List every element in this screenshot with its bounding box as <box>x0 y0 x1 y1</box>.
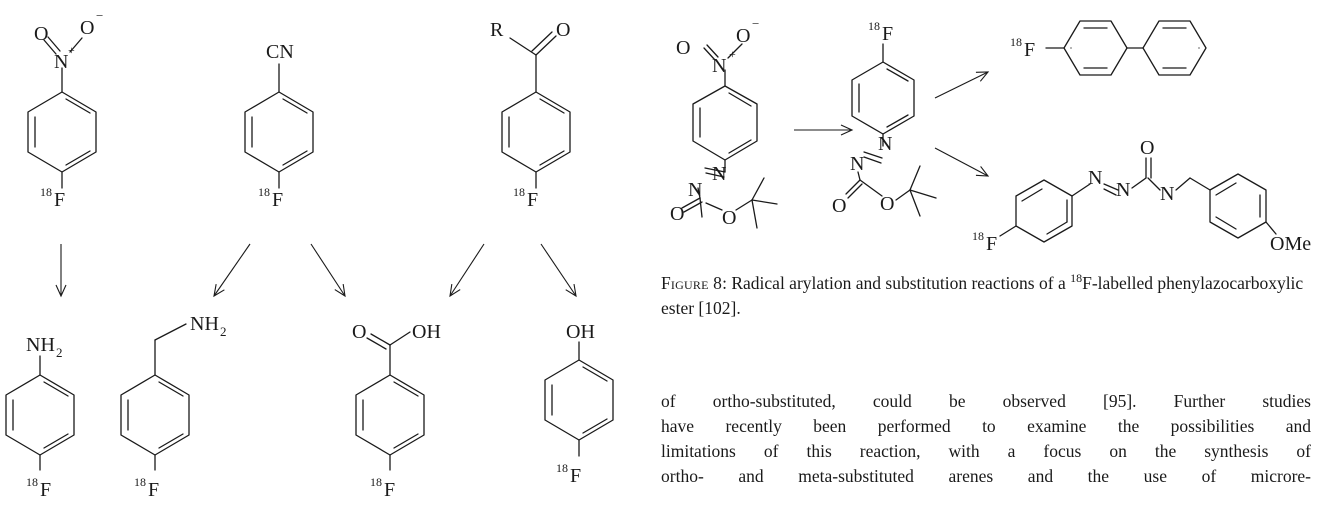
caption-text: : Radical arylation and substitution rea… <box>722 272 1071 293</box>
body-line: ortho- and meta-substituted arenes and t… <box>661 466 1311 486</box>
molecule-fluorobiphenyl: 18 F <box>1010 20 1207 76</box>
svg-text:N: N <box>1088 167 1102 189</box>
svg-text:O: O <box>670 203 684 225</box>
svg-text:F: F <box>384 479 395 501</box>
reaction-arrow-2 <box>934 71 990 99</box>
svg-text:N: N <box>1160 183 1174 205</box>
molecule-fluoronitrobenzene: O N + O − 18 F <box>27 8 103 211</box>
svg-text:F: F <box>272 189 283 211</box>
svg-text:−: − <box>752 16 759 31</box>
svg-text:OH: OH <box>566 321 595 343</box>
svg-text:F: F <box>54 189 65 211</box>
svg-text:N: N <box>54 51 68 73</box>
svg-text:OMe: OMe <box>1270 233 1311 255</box>
svg-text:O: O <box>880 193 894 215</box>
svg-text:O: O <box>676 37 690 59</box>
reaction-arrows-left <box>55 243 577 298</box>
caption-text-end: F-labelled phenylazocarboxylic ester [10… <box>661 272 1304 318</box>
svg-text:O: O <box>80 17 94 39</box>
svg-text:2: 2 <box>220 324 227 339</box>
svg-text:F: F <box>527 189 538 211</box>
molecule-azocarboxamide: 18 F N N O N OMe <box>972 137 1311 255</box>
svg-text:18: 18 <box>972 229 984 243</box>
svg-text:O: O <box>34 23 48 45</box>
svg-text:CN: CN <box>266 41 294 63</box>
svg-text:N: N <box>1116 179 1130 201</box>
molecule-fluoroaniline: NH 2 18 F <box>5 334 75 501</box>
svg-text:18: 18 <box>370 475 382 489</box>
svg-text:O: O <box>736 25 750 47</box>
molecule-fluorophenyl-ketone: R O 18 F <box>490 19 571 211</box>
reaction-arrow-3 <box>934 147 990 177</box>
svg-text:+: + <box>729 47 736 61</box>
svg-text:18: 18 <box>868 19 880 33</box>
figure-caption: Figure 8: Radical arylation and substitu… <box>661 266 1311 321</box>
svg-text:F: F <box>570 465 581 487</box>
svg-text:−: − <box>96 8 103 23</box>
svg-text:R: R <box>490 19 504 41</box>
svg-text:O: O <box>722 207 736 229</box>
svg-text:O: O <box>1140 137 1154 159</box>
svg-text:NH: NH <box>26 334 55 356</box>
molecule-nitrophenylazo-ester: O N + O − N N O O <box>670 16 778 229</box>
figure-label: Figure 8 <box>661 272 723 293</box>
svg-text:18: 18 <box>258 185 270 199</box>
svg-text:F: F <box>882 23 893 45</box>
body-line: limitations of this reaction, with a foc… <box>661 441 1311 461</box>
svg-text:O: O <box>832 195 846 217</box>
svg-text:F: F <box>986 233 997 255</box>
body-line: have recently been performed to examine … <box>661 416 1311 436</box>
svg-text:18: 18 <box>556 461 568 475</box>
svg-text:18: 18 <box>134 475 146 489</box>
svg-text:F: F <box>148 479 159 501</box>
molecule-fluorophenylazo-ester: 18 F N N O O <box>832 19 937 217</box>
svg-text:O: O <box>556 19 570 41</box>
body-line: of ortho-substituted, could be observed … <box>661 391 1311 411</box>
svg-text:18: 18 <box>40 185 52 199</box>
svg-text:N: N <box>688 179 702 201</box>
svg-text:F: F <box>1024 39 1035 61</box>
svg-text:NH: NH <box>190 313 219 335</box>
svg-text:N: N <box>712 55 726 77</box>
svg-text:18: 18 <box>513 185 525 199</box>
molecule-fluorobenzoic-acid: O OH 18 F <box>352 321 441 501</box>
svg-text:18: 18 <box>1010 35 1022 49</box>
molecule-fluorophenol: OH 18 F <box>544 321 614 487</box>
svg-text:F: F <box>40 479 51 501</box>
svg-text:2: 2 <box>56 345 63 360</box>
body-paragraph: of ortho-substituted, could be observed … <box>661 389 1311 489</box>
svg-text:OH: OH <box>412 321 441 343</box>
caption-isotope: 18 <box>1070 271 1083 285</box>
svg-text:N: N <box>878 133 892 155</box>
molecule-fluorobenzylamine: NH 2 18 F <box>120 313 227 501</box>
molecule-fluorobenzonitrile: CN 18 F <box>244 41 314 211</box>
svg-text:O: O <box>352 321 366 343</box>
svg-text:18: 18 <box>26 475 38 489</box>
svg-text:N: N <box>850 153 864 175</box>
svg-text:N: N <box>712 163 726 185</box>
svg-text:+: + <box>68 43 75 57</box>
